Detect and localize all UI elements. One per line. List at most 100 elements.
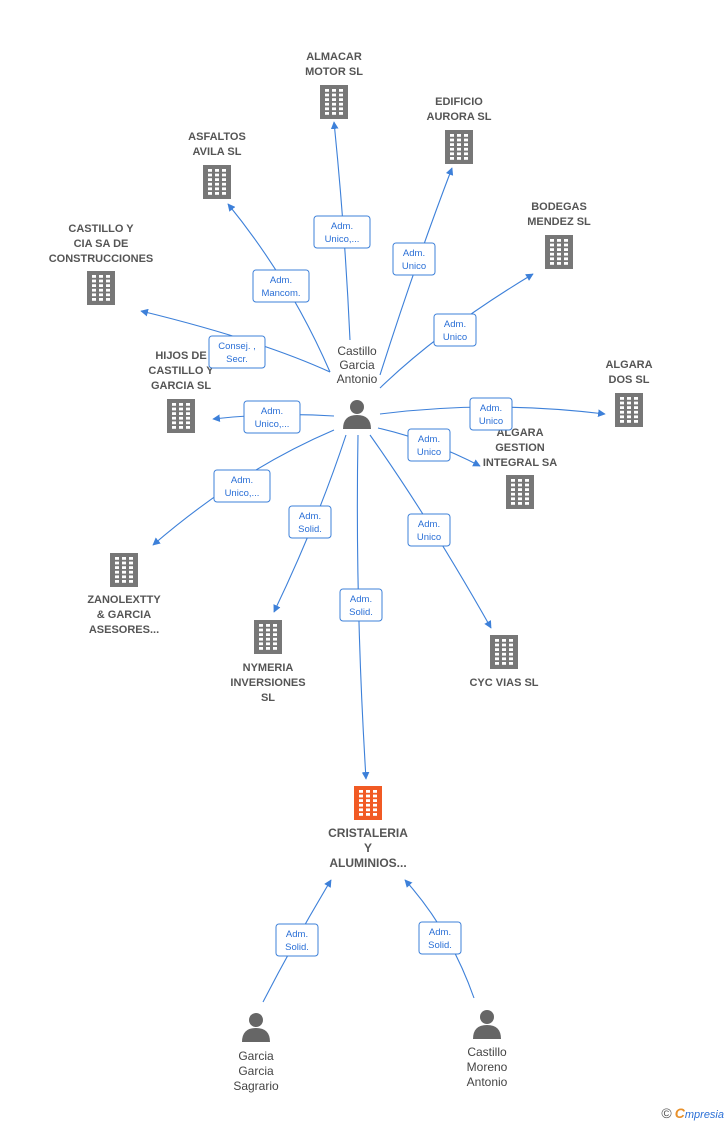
relation-label-line: Adm. <box>299 511 321 522</box>
relation-label-line: Adm. <box>418 519 440 530</box>
relation-label-box <box>392 242 436 276</box>
building-icon-algara-dos <box>615 393 643 427</box>
company-name-edificio-line: EDIFICIO <box>435 96 483 108</box>
company-name-almacar-line: ALMACAR <box>306 51 362 63</box>
relation-label-garcia-sagrario-cristaleria[interactable]: Adm. Solid. <box>275 923 319 957</box>
relation-label-center-algara-dos[interactable]: Adm. Unico <box>469 397 513 431</box>
relation-label-box <box>275 923 319 957</box>
relation-label-center-asfaltos[interactable]: Adm.Mancom. <box>252 269 310 303</box>
center-person-name-line: Antonio <box>337 372 378 386</box>
building-icon-zanolextty <box>110 553 138 587</box>
company-name-zanolextty-line: ASESORES... <box>89 624 159 636</box>
company-name-nymeria-line: INVERSIONES <box>230 677 305 689</box>
relation-label-castillo-moreno-cristaleria[interactable]: Adm.Solid. <box>418 921 462 955</box>
relation-label-box <box>213 469 271 503</box>
person-name-garcia-sagrario-line: Garcia <box>238 1049 274 1063</box>
relation-label-center-bodegas[interactable]: Adm.Unico <box>433 313 477 347</box>
relation-label-line: Consej. , <box>218 341 256 352</box>
company-name-algara-dos-line: ALGARA <box>605 359 652 371</box>
company-name-bodegas-line: MENDEZ SL <box>527 216 591 228</box>
relation-label-text: Adm.Mancom. <box>261 275 300 299</box>
relation-label-center-castillo-cia[interactable]: Consej. , Secr. <box>208 335 266 369</box>
relation-label-text: Adm. Unico <box>417 519 441 543</box>
company-name-cristaleria-line: Y <box>364 841 372 855</box>
relation-label-box <box>418 921 462 955</box>
company-name-castillo-cia-line: CASTILLO Y <box>68 223 134 235</box>
company-name-algara-gestion-line: INTEGRAL SA <box>483 457 557 469</box>
company-name-cyc[interactable]: CYC VIAS SL <box>469 677 538 689</box>
relation-label-center-edificio[interactable]: Adm. Unico <box>392 242 436 276</box>
company-name-cristaleria-line: ALUMINIOS... <box>329 856 406 870</box>
company-name-hijos-line: CASTILLO Y <box>148 365 214 377</box>
company-name-edificio-line: AURORA SL <box>427 111 492 123</box>
relation-label-text: Adm. Unico,... <box>225 475 260 499</box>
person-icon-garcia-sagrario <box>242 1013 270 1042</box>
company-name-cristaleria-line: CRISTALERIA <box>328 826 408 840</box>
relation-label-center-nymeria[interactable]: Adm.Solid. <box>288 505 332 539</box>
person-name-castillo-moreno-line: Antonio <box>467 1075 508 1089</box>
company-name-castillo-cia-line: CIA SA DE <box>74 238 129 250</box>
relation-label-line: Unico <box>443 332 467 343</box>
brand-footer[interactable]: ©Cmpresia <box>661 1105 724 1121</box>
company-name-almacar-line: MOTOR SL <box>305 66 363 78</box>
company-name-asfaltos-line: ASFALTOS <box>188 131 246 143</box>
copyright-icon: © <box>661 1105 672 1121</box>
building-icon-edificio <box>445 130 473 164</box>
relation-label-line: Mancom. <box>261 288 300 299</box>
relation-label-center-almacar[interactable]: Adm.Unico,... <box>313 215 371 249</box>
relation-label-center-cristaleria[interactable]: Adm.Solid. <box>339 588 383 622</box>
company-name-algara-dos[interactable]: ALGARA DOS SL <box>605 359 652 386</box>
company-name-algara-gestion-line: GESTION <box>495 442 545 454</box>
person-name-garcia-sagrario-line: Garcia <box>238 1064 274 1078</box>
relation-label-text: Adm. Unico <box>479 403 503 427</box>
relation-label-line: Adm. <box>286 929 308 940</box>
brand-logo-letter: C <box>674 1105 685 1121</box>
building-icon-nymeria <box>254 620 282 654</box>
relation-label-center-hijos[interactable]: Adm.Unico,... <box>243 400 301 434</box>
relation-label-center-algara-gestion[interactable]: Adm.Unico <box>407 428 451 462</box>
relation-label-box <box>288 505 332 539</box>
center-person-name-line: Garcia <box>339 358 375 372</box>
relation-label-line: Unico <box>417 532 441 543</box>
relation-label-center-cyc[interactable]: Adm. Unico <box>407 513 451 547</box>
edges-layer <box>140 121 606 1003</box>
relation-label-line: Unico <box>479 416 503 427</box>
company-name-zanolextty-line: & GARCIA <box>97 609 151 621</box>
relation-label-line: Unico,... <box>225 488 260 499</box>
relation-label-line: Unico,... <box>325 234 360 245</box>
relation-label-line: Adm. <box>231 475 253 486</box>
relation-label-box <box>407 513 451 547</box>
relation-label-line: Unico <box>402 261 426 272</box>
building-icon-cristaleria <box>354 786 382 820</box>
relation-label-line: Unico <box>417 447 441 458</box>
relation-label-box <box>252 269 310 303</box>
relation-label-text: Adm.Solid. <box>428 927 452 951</box>
relation-label-text: Adm.Unico <box>417 434 441 458</box>
person-name-castillo-moreno-line: Moreno <box>467 1060 508 1074</box>
relation-label-line: Solid. <box>285 942 309 953</box>
company-name-edificio[interactable]: EDIFICIO AURORA SL <box>427 96 492 123</box>
building-icon-almacar <box>320 85 348 119</box>
relation-label-center-zanolextty[interactable]: Adm. Unico,... <box>213 469 271 503</box>
relation-label-box <box>433 313 477 347</box>
company-name-almacar[interactable]: ALMACAR MOTOR SL <box>305 51 363 78</box>
relation-label-line: Adm. <box>480 403 502 414</box>
relation-label-line: Secr. <box>226 354 248 365</box>
company-name-algara-dos-line: DOS SL <box>609 374 650 386</box>
relation-label-line: Adm. <box>261 406 283 417</box>
relation-label-line: Adm. <box>403 248 425 259</box>
company-name-cyc-line: CYC VIAS SL <box>469 677 538 689</box>
company-name-hijos-line: HIJOS DE <box>155 350 206 362</box>
person-name-garcia-sagrario-line: Sagrario <box>233 1079 279 1093</box>
